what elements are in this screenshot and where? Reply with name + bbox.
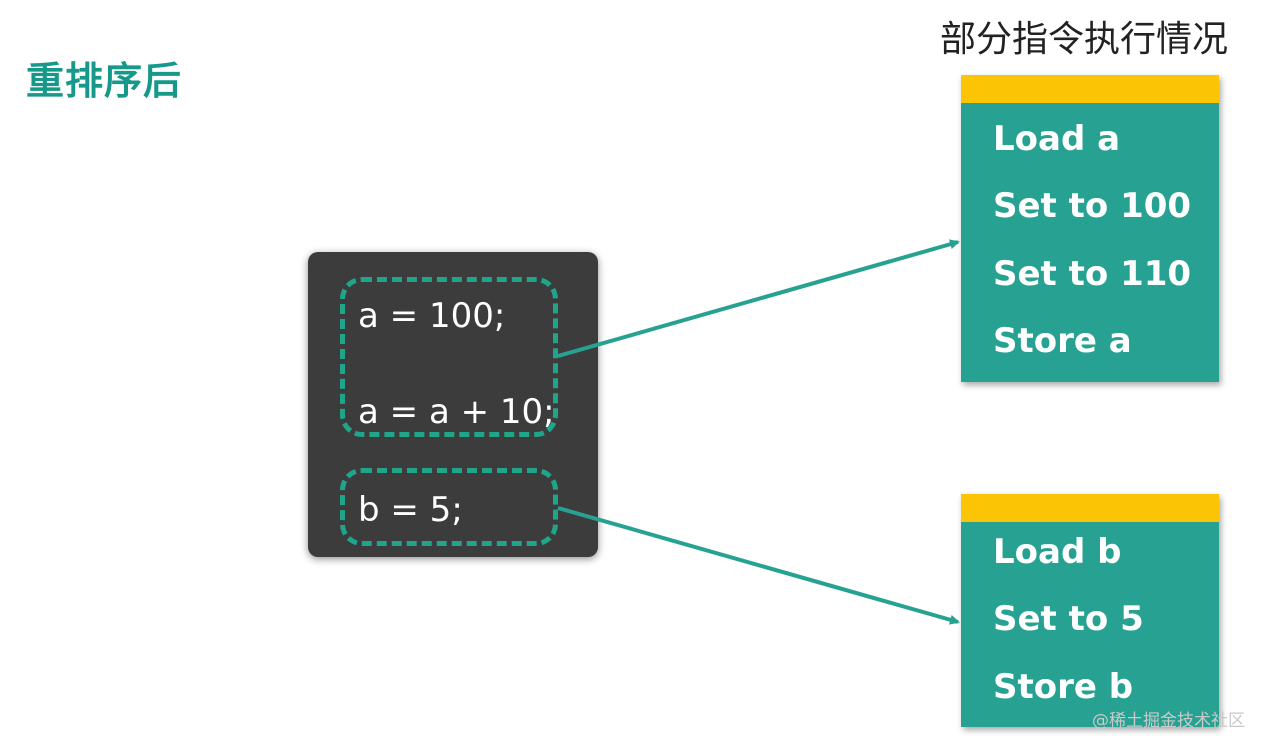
page-title: 重排序后 [26, 59, 183, 103]
instruction-box-a: Load a Set to 100 Set to 110 Store a [961, 75, 1219, 382]
instruction-item: Store b [993, 667, 1134, 707]
instruction-box-header-bar [961, 494, 1219, 522]
instruction-box-header-bar [961, 75, 1219, 103]
instruction-item: Load b [993, 532, 1122, 572]
code-block: a = 100; a = a + 10; b = 5; [308, 252, 598, 557]
code-line: a = a + 10; [358, 392, 555, 432]
code-line: a = 100; [358, 296, 506, 336]
instruction-item: Set to 110 [993, 254, 1192, 294]
instruction-item: Load a [993, 119, 1121, 159]
arrow-to-box-a [557, 239, 960, 358]
instruction-box-b: Load b Set to 5 Store b [961, 494, 1219, 727]
instruction-item: Store a [993, 321, 1132, 361]
code-group-b [340, 468, 558, 546]
instruction-item: Set to 5 [993, 599, 1144, 639]
instruction-item: Set to 100 [993, 186, 1192, 226]
arrow-to-box-b [557, 506, 960, 625]
code-line: b = 5; [358, 490, 463, 530]
watermark: @稀土掘金技术社区 [1092, 711, 1245, 731]
instructions-heading: 部分指令执行情况 [940, 19, 1229, 60]
code-group-a [340, 277, 558, 437]
